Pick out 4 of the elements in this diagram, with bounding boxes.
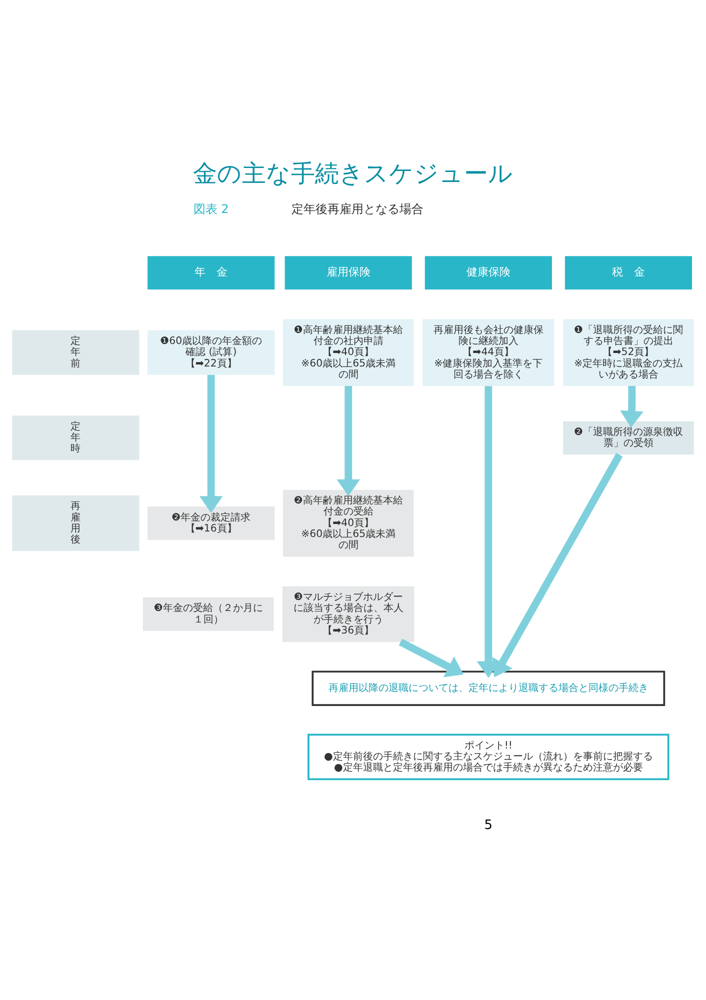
label: 定年後再雇用となる場合 <box>292 201 424 216</box>
diagram-title: 金の主な手続きスケジュール <box>193 159 513 188</box>
label: 5 <box>484 818 493 833</box>
label: 図表 2 <box>193 201 229 216</box>
